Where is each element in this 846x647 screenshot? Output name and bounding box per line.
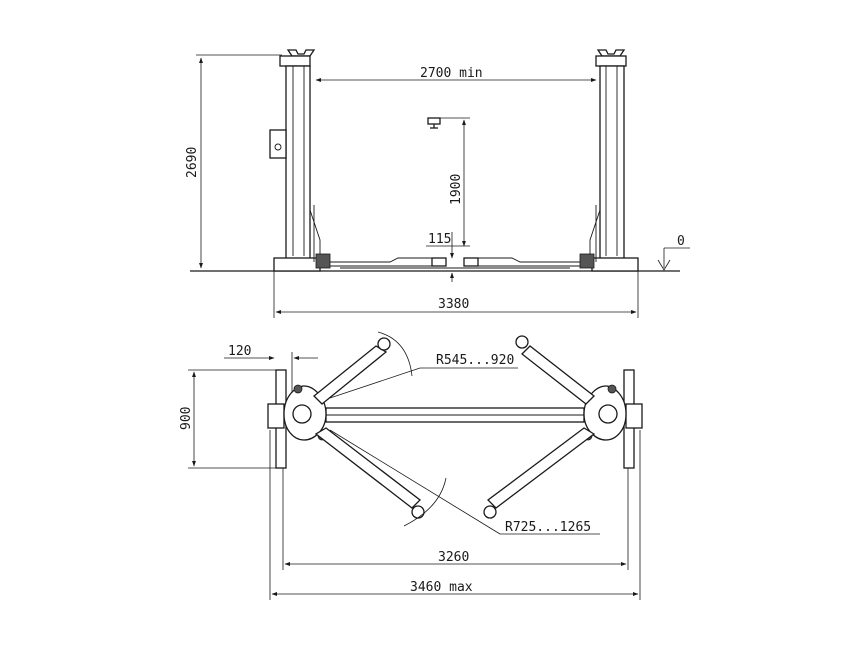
inner-width-label: 2700 min <box>420 66 483 81</box>
front-view: 2700 min 2690 1900 115 3380 0 <box>185 49 690 318</box>
base-width-label: 3380 <box>438 297 469 312</box>
right-post <box>589 49 639 272</box>
short-arm-arc <box>377 331 413 377</box>
short-arm-radius-label: R545...920 <box>436 353 514 368</box>
right-post-housing <box>583 384 643 441</box>
front-arms <box>315 253 595 269</box>
left-post-housing <box>267 384 327 441</box>
top-view: 120 R545...920 900 R725...1265 3260 3460… <box>179 331 643 600</box>
depth-label: 900 <box>179 407 194 430</box>
lift-arms <box>313 335 596 519</box>
left-post <box>269 49 321 272</box>
min-height-label: 115 <box>428 232 451 247</box>
floor-level-label: 0 <box>677 234 685 249</box>
lift-height-label: 1900 <box>449 174 464 205</box>
long-arm-arc <box>403 477 447 527</box>
outer-span-label: 3460 max <box>410 580 473 595</box>
long-arm-radius-label: R725...1265 <box>505 520 591 535</box>
offset-label: 120 <box>228 344 251 359</box>
inner-span-label: 3260 <box>438 550 469 565</box>
height-label: 2690 <box>185 147 200 178</box>
pad-max-height <box>427 117 470 129</box>
